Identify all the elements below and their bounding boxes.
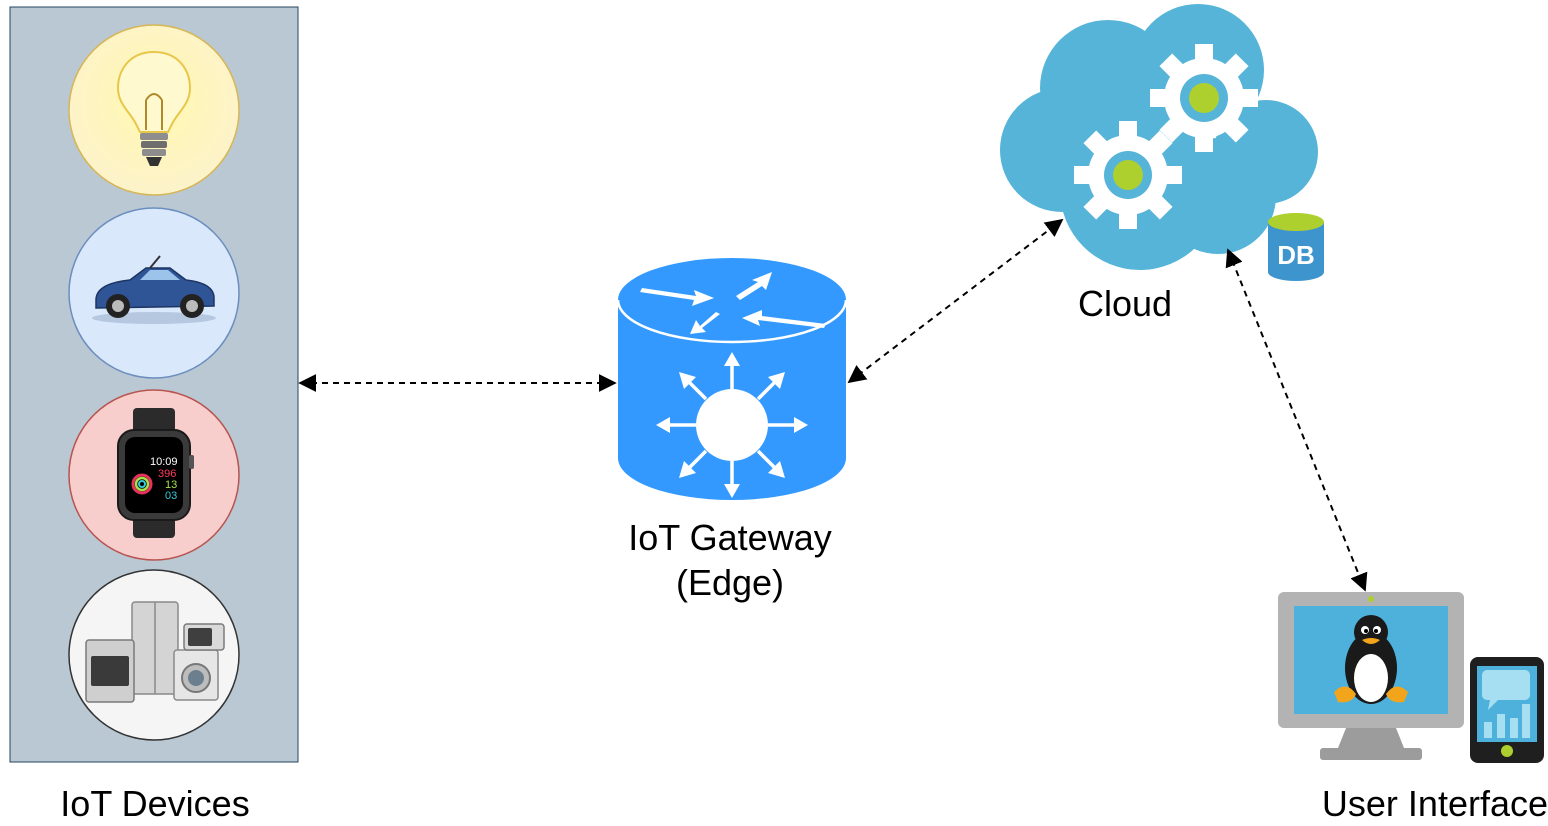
watch-time: 10:09: [150, 456, 178, 468]
user-interface-label: User Interface: [1321, 783, 1548, 824]
monitor-icon: [1278, 592, 1464, 760]
device-car: [68, 207, 240, 379]
cloud-label: Cloud: [1077, 283, 1173, 324]
cloud-icon: [1000, 4, 1318, 270]
watch-exercise-value: 13: [165, 479, 177, 491]
device-smartwatch: 10:09 396 13 03: [68, 389, 240, 561]
watch-move-value: 396: [158, 468, 176, 480]
device-light-bulb: [68, 24, 240, 196]
linux-penguin-icon: [1334, 615, 1408, 704]
device-home-appliances: [68, 569, 240, 741]
car-icon: [92, 255, 216, 324]
database-icon: DB: [1268, 213, 1324, 281]
gear-icon: [1150, 44, 1258, 152]
gateway-router-icon: [616, 258, 848, 500]
connector-gateway-cloud: [847, 218, 1064, 384]
database-label: DB: [1277, 240, 1315, 270]
light-bulb-icon: [116, 50, 192, 166]
appliances-icon: [85, 601, 225, 703]
iot-gateway-sublabel: (Edge): [675, 562, 785, 603]
iot-gateway-label: IoT Gateway: [628, 517, 832, 558]
mobile-phone-icon: [1470, 657, 1544, 763]
watch-stand-value: 03: [165, 490, 177, 502]
smartwatch-icon: 10:09 396 13 03: [117, 408, 194, 538]
gear-icon: [1074, 121, 1182, 229]
iot-devices-label: IoT Devices: [60, 783, 250, 824]
connector-cloud-ui: [1225, 248, 1368, 592]
